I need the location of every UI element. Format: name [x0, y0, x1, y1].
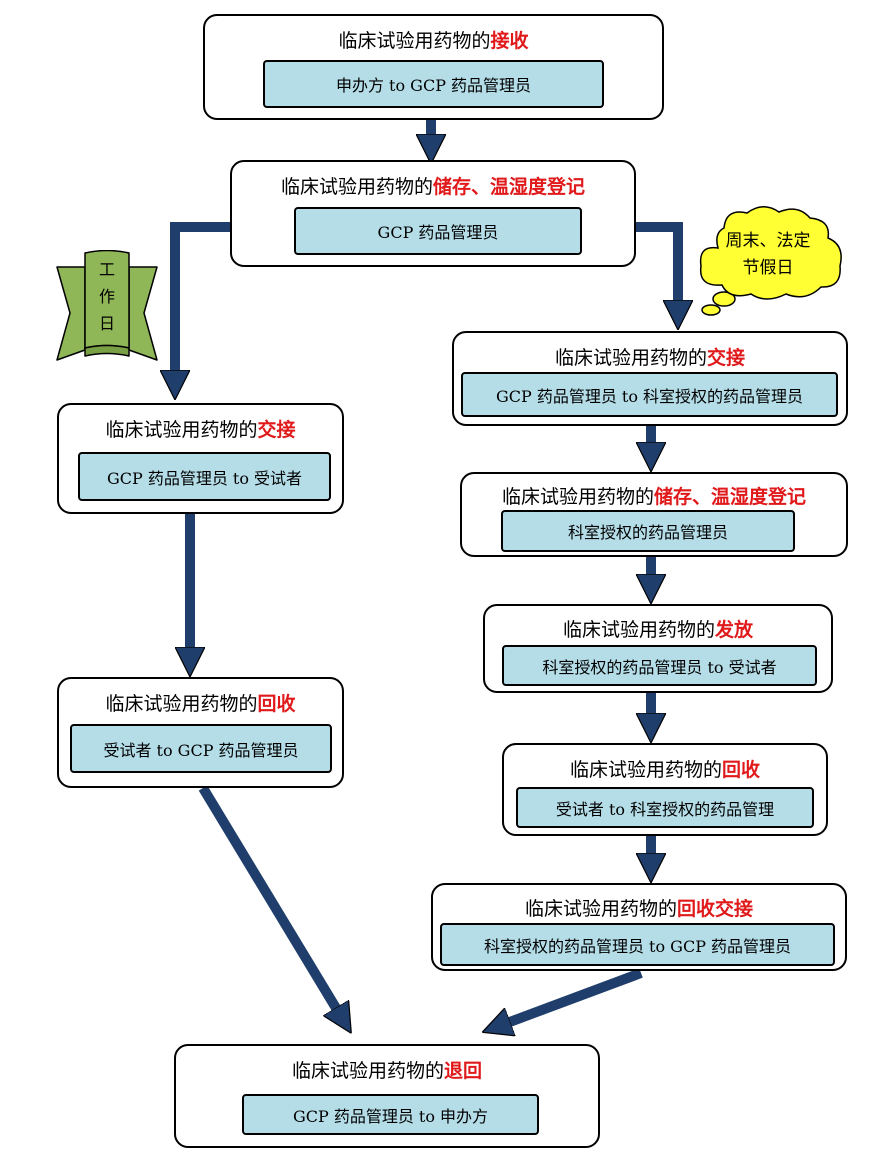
- arrow-recover-left-to-return: [198, 785, 342, 1018]
- store-right-sub: 科室授权的药品管理员: [501, 510, 795, 552]
- recover-right-title: 临床试验用药物的回收: [569, 759, 761, 781]
- scroll-char-1: 工: [98, 260, 115, 279]
- dispense-node: 临床试验用药物的发放 科室授权的药品管理员 to 受试者: [483, 604, 833, 693]
- handover-right-title: 临床试验用药物的交接: [554, 347, 746, 369]
- workday-scroll-label: 工 作 日: [85, 256, 129, 337]
- holiday-cloud-icon: [699, 206, 842, 316]
- arrow-store-to-handover-right: [634, 222, 678, 312]
- workday-scroll-icon: [56, 250, 158, 361]
- recover-left-title: 临床试验用药物的回收: [105, 693, 296, 715]
- recover-handover-title: 临床试验用药物的回收交接: [524, 898, 754, 920]
- arrow-store-to-handover-left: [175, 222, 232, 382]
- recover-left-sub: 受试者 to GCP 药品管理员: [70, 724, 332, 773]
- return-sub: GCP 药品管理员 to 申办方: [242, 1094, 539, 1135]
- handover-right-sub: GCP 药品管理员 to 科室授权的药品管理员: [461, 372, 838, 417]
- store-right-title: 临床试验用药物的储存、温湿度登记: [501, 486, 807, 508]
- store-node: 临床试验用药物的储存、温湿度登记 GCP 药品管理员: [230, 160, 636, 267]
- scroll-char-2: 作: [98, 287, 115, 306]
- handover-left-sub: GCP 药品管理员 to 受试者: [78, 452, 331, 501]
- recover-left-node: 临床试验用药物的回收 受试者 to GCP 药品管理员: [57, 677, 344, 788]
- store-sub: GCP 药品管理员: [294, 207, 582, 255]
- recover-handover-node: 临床试验用药物的回收交接 科室授权的药品管理员 to GCP 药品管理员: [431, 883, 847, 971]
- return-title: 临床试验用药物的退回: [291, 1060, 483, 1082]
- recover-handover-sub: 科室授权的药品管理员 to GCP 药品管理员: [440, 923, 835, 966]
- receive-sub: 申办方 to GCP 药品管理员: [263, 60, 604, 108]
- cloud-line-2: 节假日: [742, 258, 794, 278]
- arrow-recover-handover-to-return: [499, 968, 643, 1026]
- store-title: 临床试验用药物的储存、温湿度登记: [280, 176, 586, 198]
- dispense-title: 临床试验用药物的发放: [562, 619, 754, 641]
- handover-left-title: 临床试验用药物的交接: [105, 419, 296, 441]
- cloud-line-1: 周末、法定: [725, 231, 811, 251]
- receive-node: 临床试验用药物的接收 申办方 to GCP 药品管理员: [203, 14, 664, 120]
- recover-right-sub: 受试者 to 科室授权的药品管理: [516, 787, 814, 828]
- store-right-node: 临床试验用药物的储存、温湿度登记 科室授权的药品管理员: [460, 472, 848, 557]
- receive-title: 临床试验用药物的接收: [338, 30, 529, 52]
- recover-right-node: 临床试验用药物的回收 受试者 to 科室授权的药品管理: [502, 743, 828, 836]
- handover-right-node: 临床试验用药物的交接 GCP 药品管理员 to 科室授权的药品管理员: [452, 331, 848, 426]
- holiday-cloud-label: 周末、法定 节假日: [708, 228, 828, 282]
- handover-left-node: 临床试验用药物的交接 GCP 药品管理员 to 受试者: [57, 403, 344, 514]
- dispense-sub: 科室授权的药品管理员 to 受试者: [502, 645, 817, 686]
- scroll-char-3: 日: [98, 314, 115, 333]
- return-node: 临床试验用药物的退回 GCP 药品管理员 to 申办方: [174, 1044, 600, 1148]
